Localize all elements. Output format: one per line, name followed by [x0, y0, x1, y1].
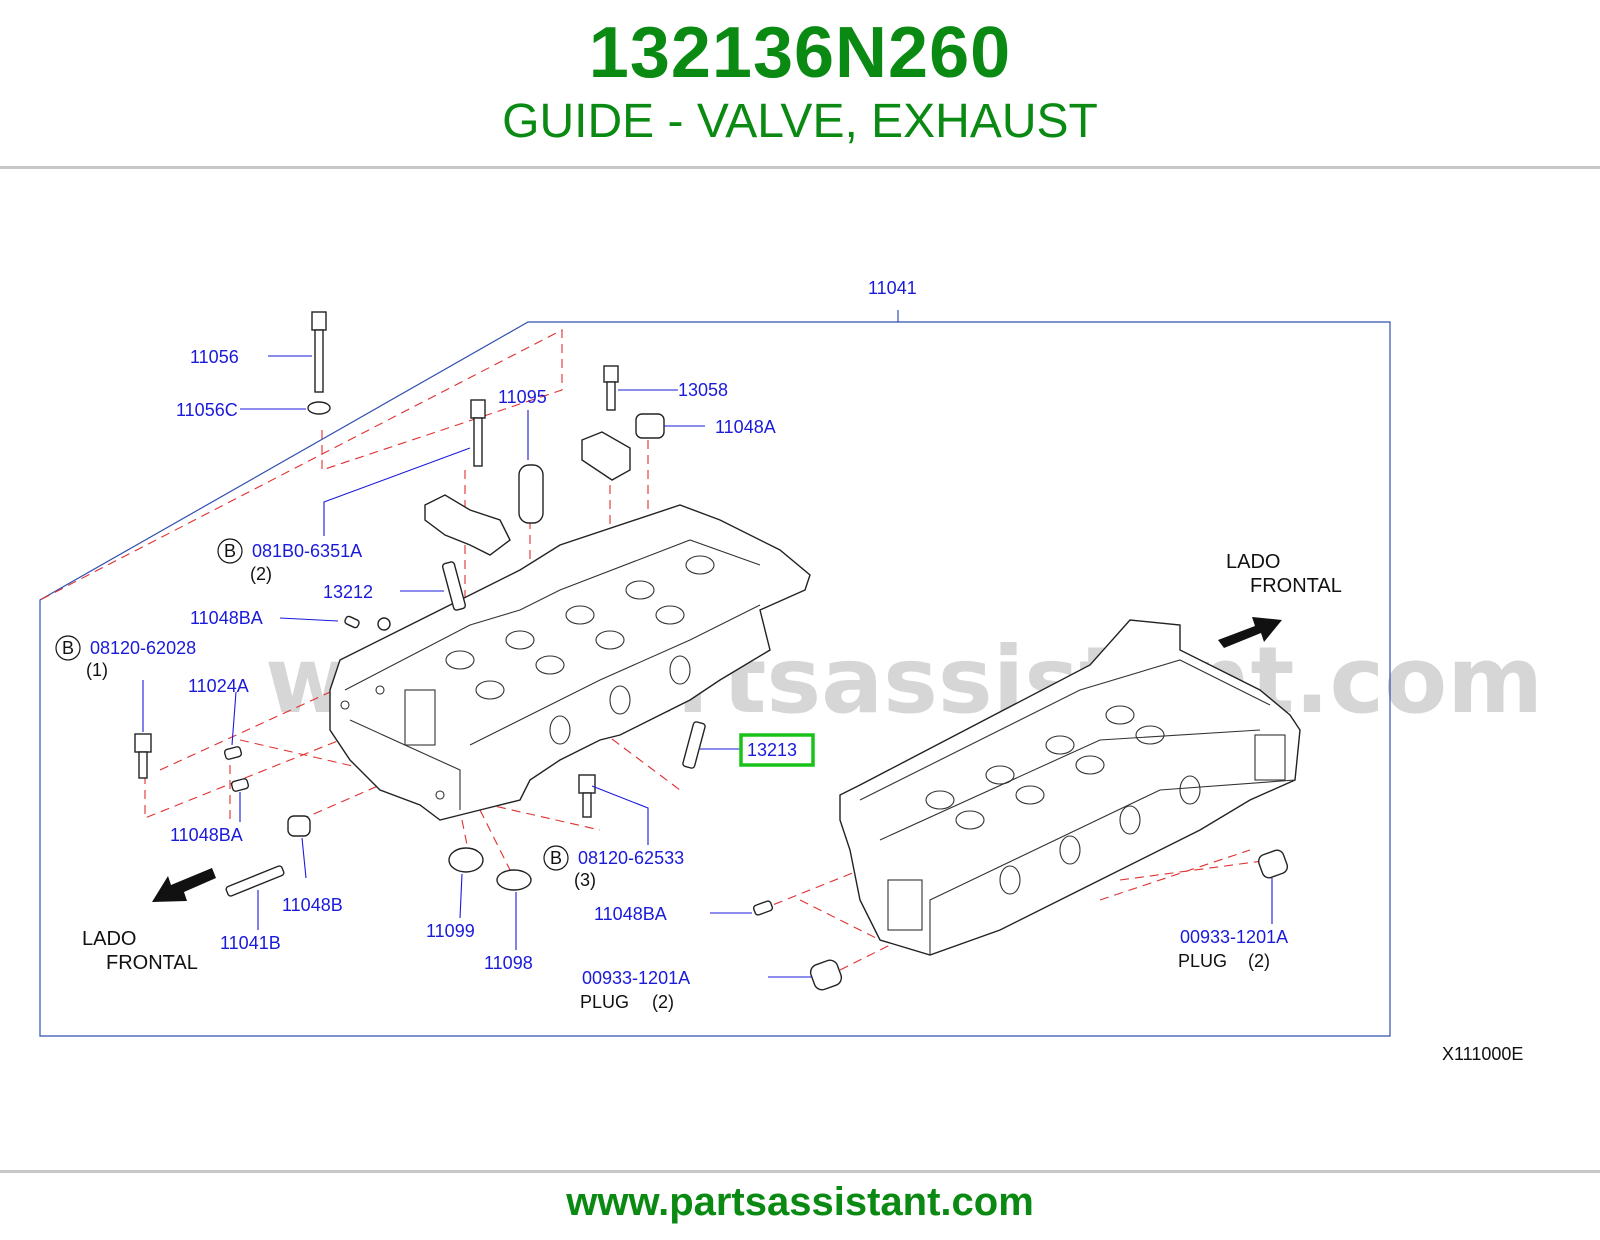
plug-label-left: PLUG — [580, 992, 629, 1012]
callout-11024A[interactable]: 11024A — [188, 676, 249, 696]
part-11056-bolt — [311, 311, 327, 393]
part-11056C-washer — [307, 401, 331, 415]
front-arrow-right — [1218, 617, 1282, 648]
part-11098-gasket — [496, 869, 532, 891]
cylinder-head-assembled — [839, 619, 1301, 956]
part-11048BA-dowel-2 — [230, 778, 250, 792]
part-number: 132136N260 — [588, 13, 1012, 93]
front-label-right-line2: FRONTAL — [1250, 575, 1342, 597]
part-11095-bolt — [470, 399, 486, 467]
footer-url[interactable]: www.partsassistant.com — [566, 1180, 1034, 1224]
header: 132136N260 GUIDE - VALVE, EXHAUST — [0, 0, 1600, 168]
callout-11048BA-2[interactable]: 11048BA — [170, 825, 243, 845]
bolt-marker-08120-62533: B — [543, 845, 569, 871]
plug-label-right: PLUG — [1178, 951, 1227, 971]
part-11048A-plug — [635, 413, 665, 439]
callout-11098[interactable]: 11098 — [484, 953, 533, 973]
callout-11048B[interactable]: 11048B — [282, 895, 343, 915]
front-label-left-line2: FRONTAL — [106, 952, 198, 974]
part-11095-lifter — [518, 464, 544, 524]
callout-11048BA-1[interactable]: 11048BA — [190, 608, 263, 628]
callout-11095[interactable]: 11095 — [498, 387, 547, 407]
bolt-marker-08120-62028: B — [55, 635, 81, 661]
part-11099-seal — [448, 847, 484, 873]
part-cam-cap-small — [581, 431, 631, 481]
callout-11048A[interactable]: 11048A — [715, 417, 776, 437]
part-11024A-pin — [223, 746, 243, 760]
front-arrow-left — [152, 868, 216, 902]
part-description: GUIDE - VALVE, EXHAUST — [502, 95, 1098, 148]
bolt-marker-081B0: B — [217, 538, 243, 564]
part-cam-cap-large — [424, 494, 511, 556]
part-08120-62533-bolt — [578, 774, 596, 818]
quantity-08120-62533: (3) — [574, 870, 596, 890]
part-ball — [377, 617, 391, 631]
quantity-08120-62028: (1) — [86, 660, 108, 680]
callout-081B0-6351A[interactable]: 081B0-6351A — [252, 541, 362, 561]
part-11048BA-dowel-3 — [752, 900, 774, 916]
callout-11041B[interactable]: 11041B — [220, 933, 281, 953]
callout-00933-1201A-left[interactable]: 00933-1201A — [582, 968, 690, 988]
highlight-13213 — [739, 733, 815, 767]
quantity-plug-left: (2) — [652, 992, 674, 1012]
cylinder-head-exploded — [329, 504, 811, 821]
svg-text:B: B — [550, 848, 562, 868]
part-08120-62028-bolt — [134, 733, 152, 779]
footer-divider — [0, 1170, 1600, 1173]
header-divider — [0, 166, 1600, 169]
callout-11099[interactable]: 11099 — [426, 921, 475, 941]
callout-11048BA-3[interactable]: 11048BA — [594, 904, 667, 924]
callout-13213[interactable]: 13213 — [747, 740, 797, 760]
part-11041B-stud — [225, 865, 285, 897]
front-label-left-line1: LADO — [82, 928, 136, 950]
part-13212-guide — [441, 561, 467, 611]
part-13213-guide — [682, 721, 706, 769]
part-00933-plug-left — [809, 959, 843, 991]
part-13058-bolt — [603, 365, 619, 411]
part-11048B-plug — [287, 815, 311, 837]
svg-text:B: B — [224, 541, 236, 561]
callout-08120-62028[interactable]: 08120-62028 — [90, 638, 196, 658]
callout-11041[interactable]: 11041 — [868, 278, 917, 298]
svg-text:B: B — [62, 638, 74, 658]
callout-00933-1201A-right[interactable]: 00933-1201A — [1180, 927, 1288, 947]
quantity-plug-right: (2) — [1248, 951, 1270, 971]
callout-leaders — [142, 355, 1273, 978]
callout-08120-62533[interactable]: 08120-62533 — [578, 848, 684, 868]
part-11048BA-dowel-1 — [344, 615, 360, 629]
diagram-code: X111000E — [1442, 1044, 1523, 1064]
callout-13212[interactable]: 13212 — [323, 582, 373, 602]
assembly-frame — [39, 321, 1391, 1037]
callout-11056[interactable]: 11056 — [190, 347, 239, 367]
part-00933-plug-right — [1257, 849, 1289, 879]
callout-11056C[interactable]: 11056C — [176, 400, 238, 420]
quantity-081B0: (2) — [250, 564, 272, 584]
front-label-right-line1: LADO — [1226, 551, 1280, 573]
callout-13058[interactable]: 13058 — [678, 380, 728, 400]
